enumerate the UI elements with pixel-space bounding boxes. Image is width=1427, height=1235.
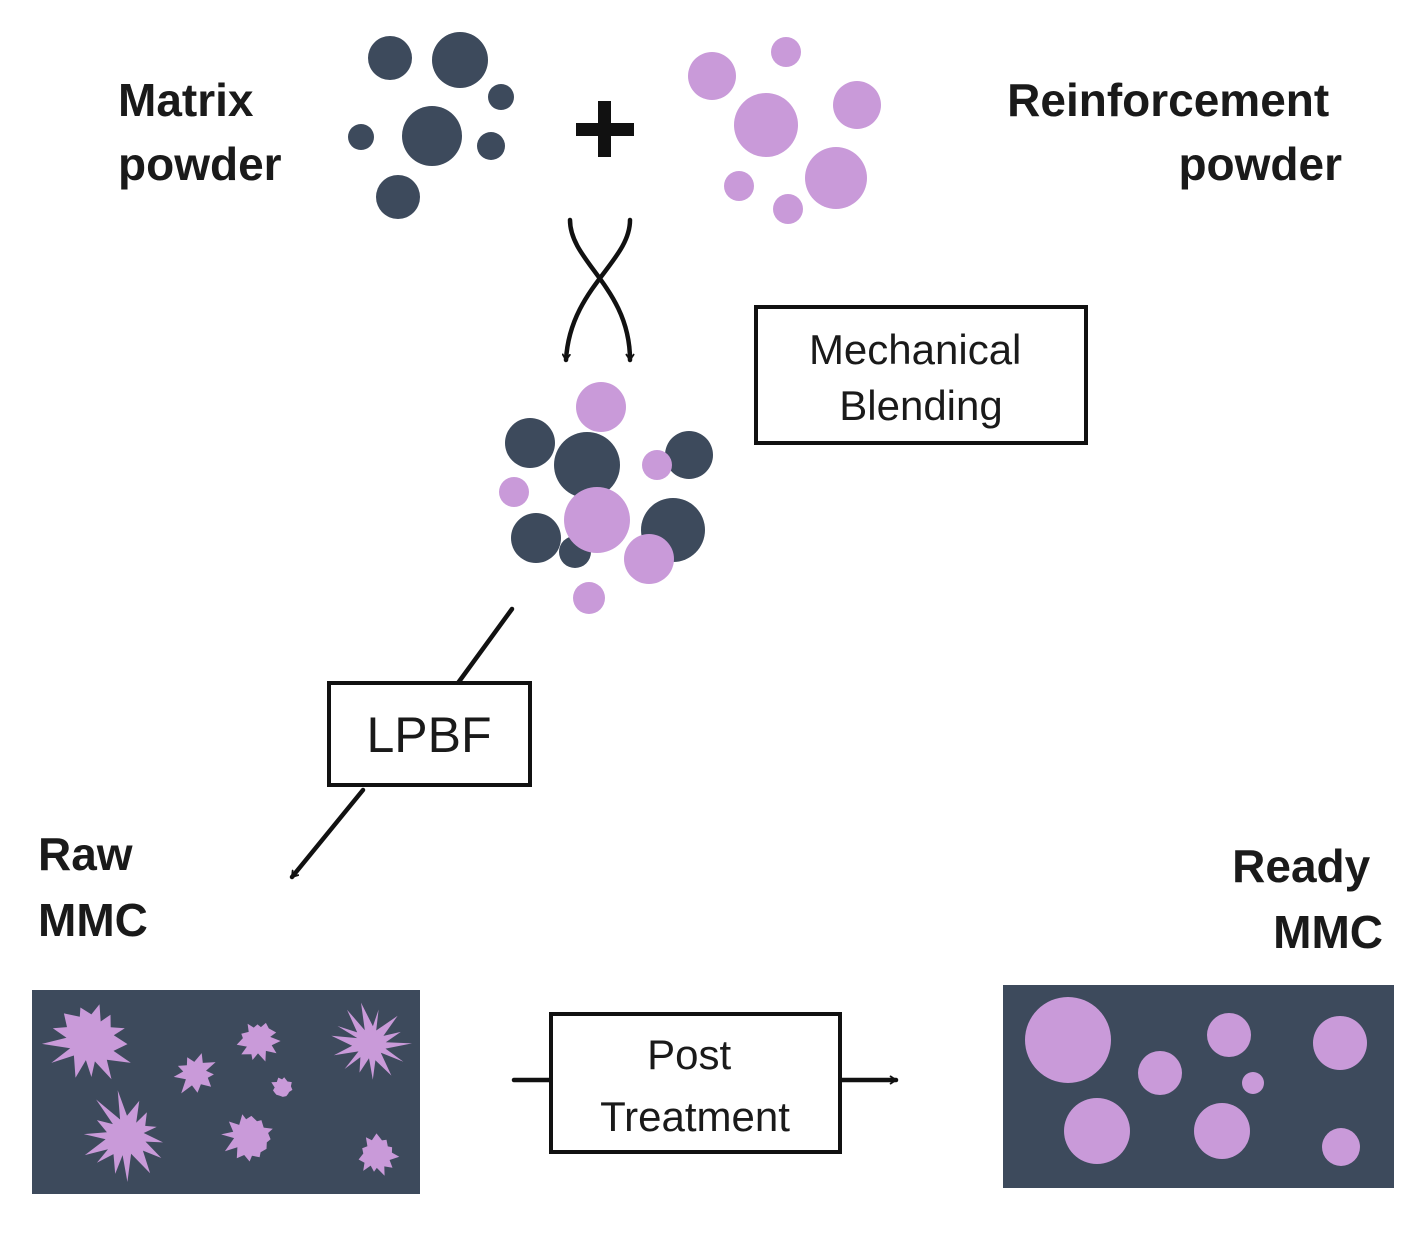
raw-mmc-block [32, 990, 420, 1194]
spiky-reinforcement-particle [358, 1133, 400, 1176]
post-treatment-label: Post Treatment [600, 1031, 790, 1140]
ready-mmc-label: Ready MMC [1232, 840, 1383, 958]
reinforcement-particle [1322, 1128, 1360, 1166]
matrix-particle [665, 431, 713, 479]
mechanical-blending-label: Mechanical Blending [809, 326, 1033, 429]
blending-arrows [561, 217, 635, 363]
spiky-reinforcement-particle [236, 1022, 281, 1062]
lpbf-label: LPBF [366, 707, 491, 763]
crossing-arrow-right [561, 217, 633, 363]
plus-sign [576, 101, 634, 157]
reinforcement-particle [624, 534, 674, 584]
matrix-powder-particles [348, 32, 514, 219]
lpbf-box: LPBF [327, 681, 532, 787]
reinforcement-particle [724, 171, 754, 201]
matrix-particle [488, 84, 514, 110]
spiky-reinforcement-particle [41, 1004, 131, 1080]
reinforcement-powder-label: Reinforcement powder [1007, 74, 1342, 190]
reinforcement-particle [1138, 1051, 1182, 1095]
spiky-reinforcement-particle [221, 1114, 273, 1162]
spiky-reinforcement-particle [271, 1077, 293, 1097]
reinforcement-particle [1313, 1016, 1367, 1070]
reinforcement-particle [573, 582, 605, 614]
reinforcement-particle [1194, 1103, 1250, 1159]
matrix-particle [348, 124, 374, 150]
spiky-reinforcement-particle [331, 1002, 412, 1080]
matrix-powder-label: Matrix powder [118, 74, 282, 190]
crossing-arrow-left [567, 217, 635, 363]
matrix-particle [505, 418, 555, 468]
reinforcement-particle [773, 194, 803, 224]
reinforcement-particle [1242, 1072, 1264, 1094]
reinforcement-particle [734, 93, 798, 157]
matrix-particle [432, 32, 488, 88]
ready-mmc-block [1003, 985, 1394, 1188]
lpbf-arrow [289, 787, 366, 880]
reinforcement-particle [642, 450, 672, 480]
matrix-particle [477, 132, 505, 160]
raw-mmc-label: Raw MMC [38, 828, 148, 946]
matrix-particle [511, 513, 561, 563]
blended-particles [499, 382, 713, 614]
reinforcement-particle [564, 487, 630, 553]
reinforcement-particle [833, 81, 881, 129]
matrix-particle [376, 175, 420, 219]
reinforcement-particle [688, 52, 736, 100]
spiky-reinforcement-particle [83, 1090, 163, 1182]
reinforcement-particle [1064, 1098, 1130, 1164]
reinforcement-particle [805, 147, 867, 209]
matrix-particle [368, 36, 412, 80]
post-treatment-box: Post Treatment [549, 1012, 842, 1154]
reinforcement-particle [1025, 997, 1111, 1083]
matrix-particle [402, 106, 462, 166]
reinforcement-particle [576, 382, 626, 432]
lpbf-connector-line [455, 606, 515, 686]
reinforcement-powder-particles [688, 37, 881, 224]
spiky-reinforcement-particle [173, 1053, 216, 1094]
matrix-particle [554, 432, 620, 498]
reinforcement-particle [771, 37, 801, 67]
reinforcement-particle [499, 477, 529, 507]
mechanical-blending-box: Mechanical Blending [754, 305, 1088, 445]
reinforcement-particle [1207, 1013, 1251, 1057]
